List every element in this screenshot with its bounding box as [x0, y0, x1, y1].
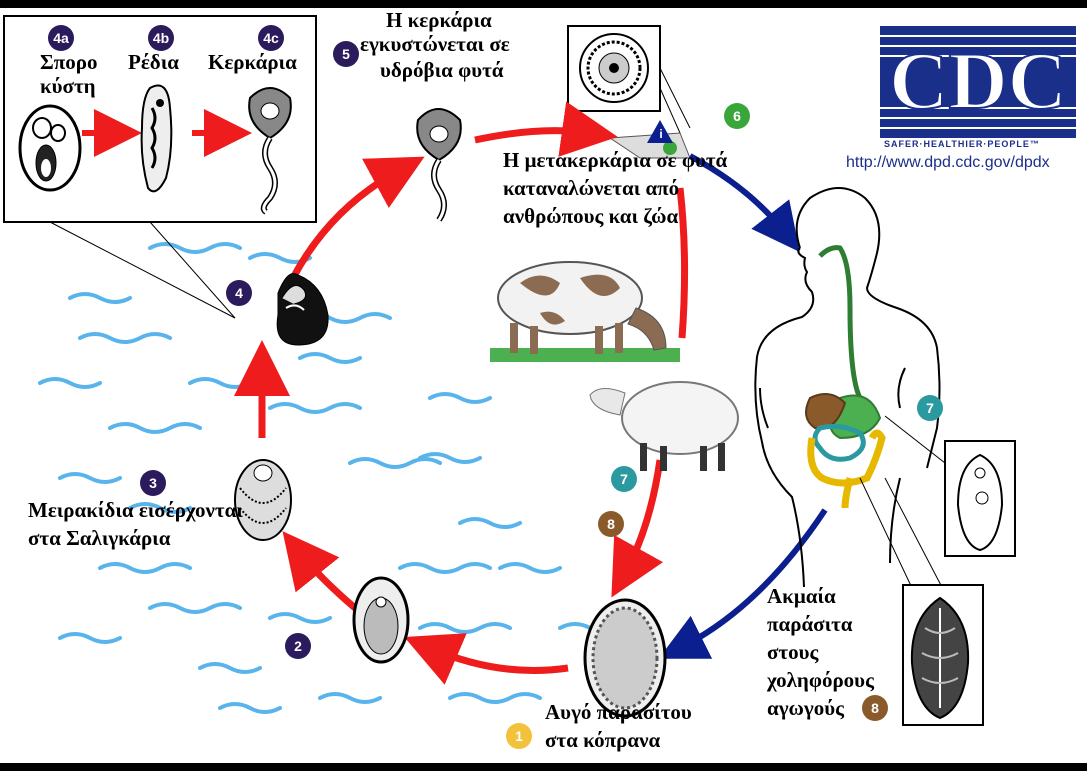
metacercaria-icon — [579, 33, 649, 103]
lifecycle-diagram: 4a 4b 4c 5 4 3 2 1 6 7 7 8 8 i Σπορο κύσ… — [0, 8, 1087, 763]
badge-4c: 4c — [258, 25, 284, 51]
miracidium-icon — [234, 459, 292, 541]
cdc-logo: CDC — [880, 26, 1076, 138]
badge-6: 6 — [724, 103, 750, 129]
label-redia: Ρέδια — [128, 50, 179, 74]
label-eggs-2: στα κόπρανα — [545, 728, 661, 752]
cdc-tagline: SAFER·HEALTHIER·PEOPLE™ — [884, 139, 1040, 149]
label-cercaria-encysts-2: εγκυστώνεται σε — [360, 32, 510, 56]
free-cercaria-icon — [416, 108, 462, 222]
arrow-6-7 — [688, 153, 800, 252]
egg-icon — [583, 598, 667, 718]
label-cercaria: Κερκάρια — [208, 50, 297, 74]
badge-2: 2 — [285, 633, 311, 659]
label-adults-5: αγωγούς — [767, 696, 844, 720]
badge-5: 5 — [333, 41, 359, 67]
badge-8-human: 8 — [862, 695, 888, 721]
label-adults-3: στους — [767, 640, 819, 664]
arrow-4-5 — [289, 156, 425, 280]
badge-7-animal: 7 — [611, 466, 637, 492]
snail-icon — [276, 273, 329, 346]
cercaria-icon — [248, 87, 292, 215]
cow-icon — [490, 261, 680, 362]
badge-4: 4 — [226, 280, 252, 306]
badge-7-human: 7 — [917, 395, 943, 421]
diagram-graphics — [3, 15, 1016, 726]
cdc-url: http://www.dpd.cdc.gov/dpdx — [846, 154, 1050, 171]
arrow-8-1-human — [658, 508, 828, 659]
arrow-2-3 — [282, 531, 358, 611]
label-adults-1: Ακμαία — [767, 584, 836, 608]
immature-fluke-icon — [956, 453, 1004, 552]
label-sporocyst-1: Σπορο — [40, 50, 98, 74]
info-badge: i — [659, 127, 663, 141]
adult-fluke-icon — [910, 596, 970, 720]
arrow-plant-animal — [676, 187, 689, 339]
arrow-1-2 — [404, 633, 569, 685]
label-miracidia-2: στα Σαλιγκάρια — [28, 526, 171, 550]
badge-1: 1 — [506, 723, 532, 749]
badge-4a: 4a — [48, 25, 74, 51]
label-metacercaria-2: καταναλώνεται από — [503, 176, 680, 200]
badge-3: 3 — [140, 470, 166, 496]
label-adults-2: παράσιτα — [767, 612, 853, 636]
arrow-8-1 — [611, 459, 664, 598]
label-cercaria-encysts-3: υδρόβια φυτά — [380, 58, 504, 82]
label-cercaria-encysts-1: Η κερκάρια — [386, 8, 492, 32]
human-icon — [754, 187, 941, 588]
info-icon — [647, 120, 673, 143]
badge-4b: 4b — [148, 25, 174, 51]
label-sporocyst-2: κύστη — [40, 74, 96, 98]
water-waves — [38, 242, 622, 714]
badge-8-animal: 8 — [598, 511, 624, 537]
label-metacercaria-1: Η μετακερκάρια σε φυτά — [503, 148, 728, 172]
sheep-icon — [589, 381, 739, 471]
cdc-logo-text: CDC — [889, 35, 1067, 126]
embryonated-egg-icon — [352, 576, 410, 664]
label-miracidia-1: Μειρακίδια εισέρχονται — [28, 498, 243, 522]
label-adults-4: χοληφόρους — [767, 668, 874, 692]
label-eggs-1: Αυγό παρασίτου — [545, 700, 692, 724]
sporocyst-icon — [18, 104, 82, 192]
label-metacercaria-3: ανθρώπους και ζώα — [503, 204, 679, 228]
redia-icon — [140, 84, 173, 193]
arrow-5-6 — [474, 101, 618, 157]
